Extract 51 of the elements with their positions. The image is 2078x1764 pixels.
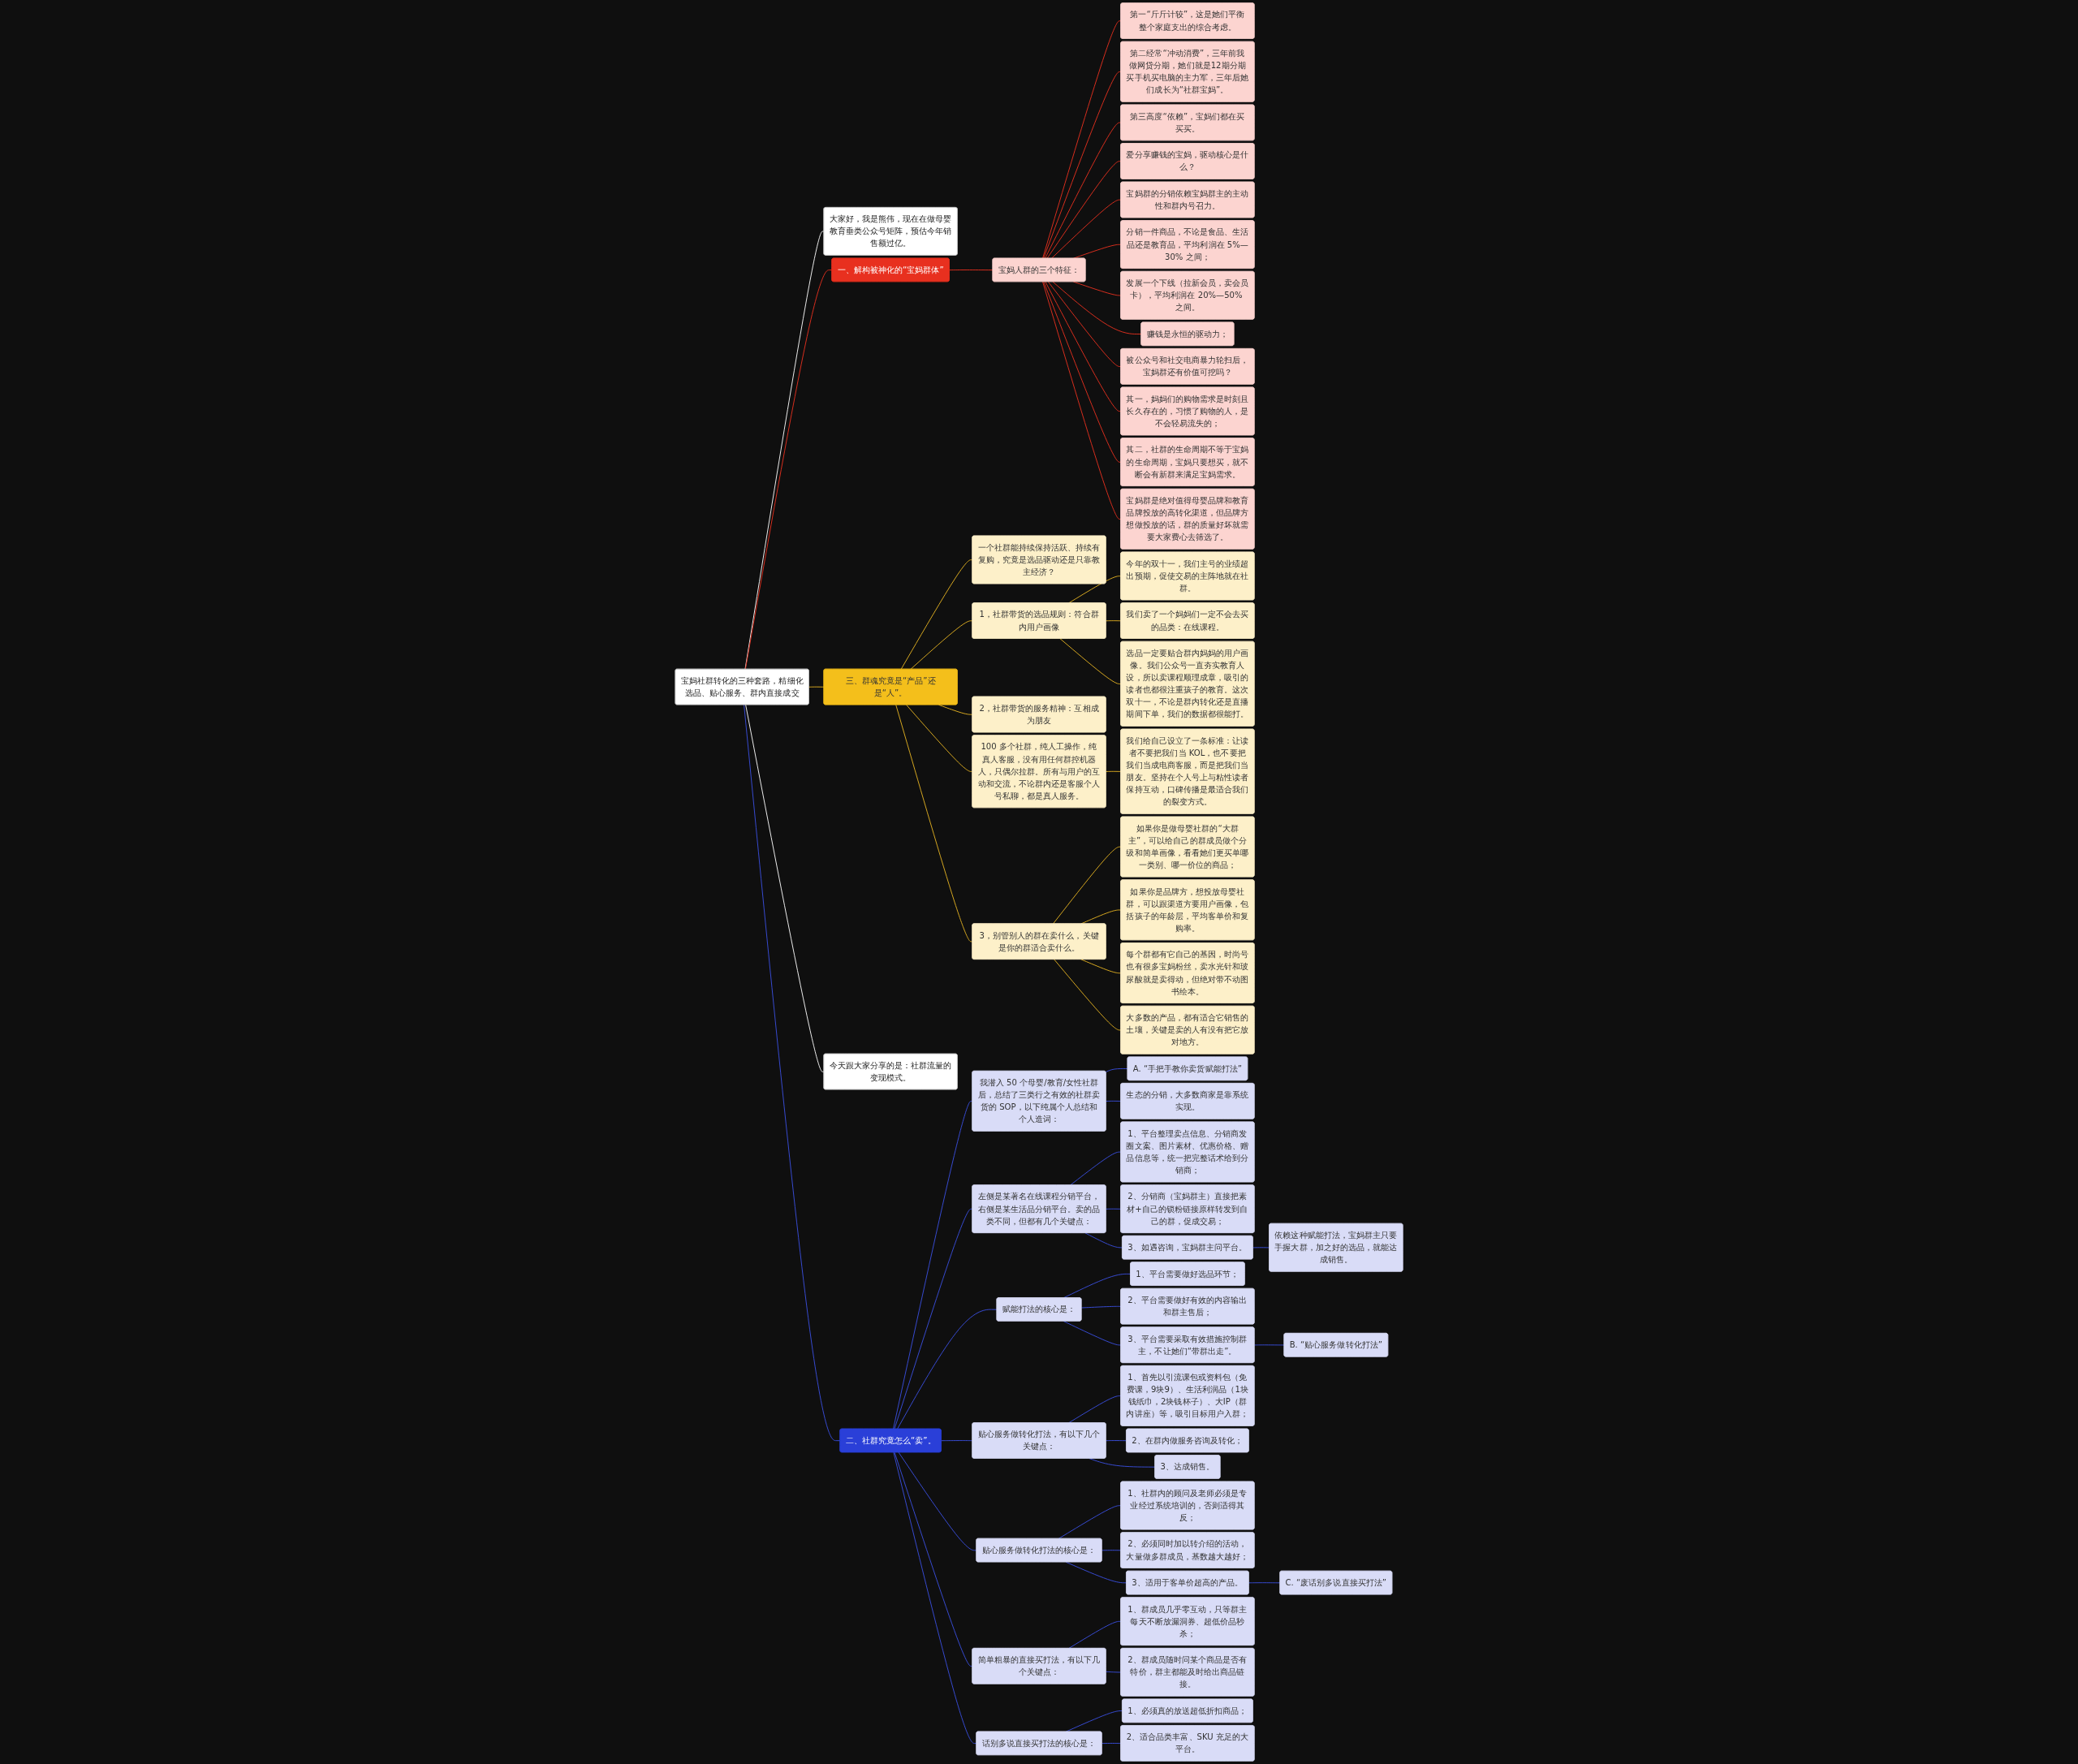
connector <box>1045 122 1122 259</box>
connector <box>894 1208 973 1430</box>
connector <box>808 686 825 688</box>
connector <box>895 704 973 942</box>
connector <box>1045 281 1122 412</box>
connector <box>1106 1440 1127 1442</box>
connector <box>897 1309 998 1430</box>
connector <box>894 1451 973 1667</box>
connector <box>1072 281 1122 296</box>
connector <box>893 1101 973 1430</box>
connector <box>1080 959 1122 974</box>
connector <box>1084 1232 1123 1249</box>
connector <box>893 1451 977 1745</box>
connector <box>900 559 973 670</box>
connector <box>744 270 833 670</box>
connector <box>1047 281 1122 368</box>
connector <box>1054 959 1122 1031</box>
connector <box>1053 846 1122 925</box>
connector <box>1105 1068 1128 1073</box>
connector <box>1042 20 1122 259</box>
connector <box>1102 1550 1122 1551</box>
connector <box>1106 770 1122 772</box>
connector <box>1043 281 1122 463</box>
connector <box>1042 281 1122 520</box>
connector <box>1063 1321 1122 1346</box>
connector <box>1043 71 1122 259</box>
connector <box>1051 199 1122 259</box>
connector <box>1052 281 1142 334</box>
connector <box>1248 1582 1281 1584</box>
connector <box>1046 161 1122 259</box>
connector <box>1059 638 1122 684</box>
connector <box>1254 1344 1285 1346</box>
connector <box>941 1440 973 1442</box>
connector <box>906 704 973 772</box>
connector <box>1068 576 1122 604</box>
connector <box>949 270 994 271</box>
connector <box>745 704 825 1072</box>
connector <box>1106 620 1122 622</box>
connector <box>1058 1505 1122 1539</box>
connector <box>744 704 841 1442</box>
connector <box>1106 1100 1122 1102</box>
connector <box>1070 1151 1122 1186</box>
connector <box>1068 1395 1122 1424</box>
connector <box>910 620 973 670</box>
connector <box>1068 1620 1122 1649</box>
connector <box>1102 1743 1122 1745</box>
connector <box>1252 1247 1270 1249</box>
connector <box>898 1451 977 1551</box>
connector <box>1080 1305 1122 1309</box>
connector <box>1106 1208 1122 1210</box>
connector <box>1106 1671 1122 1673</box>
